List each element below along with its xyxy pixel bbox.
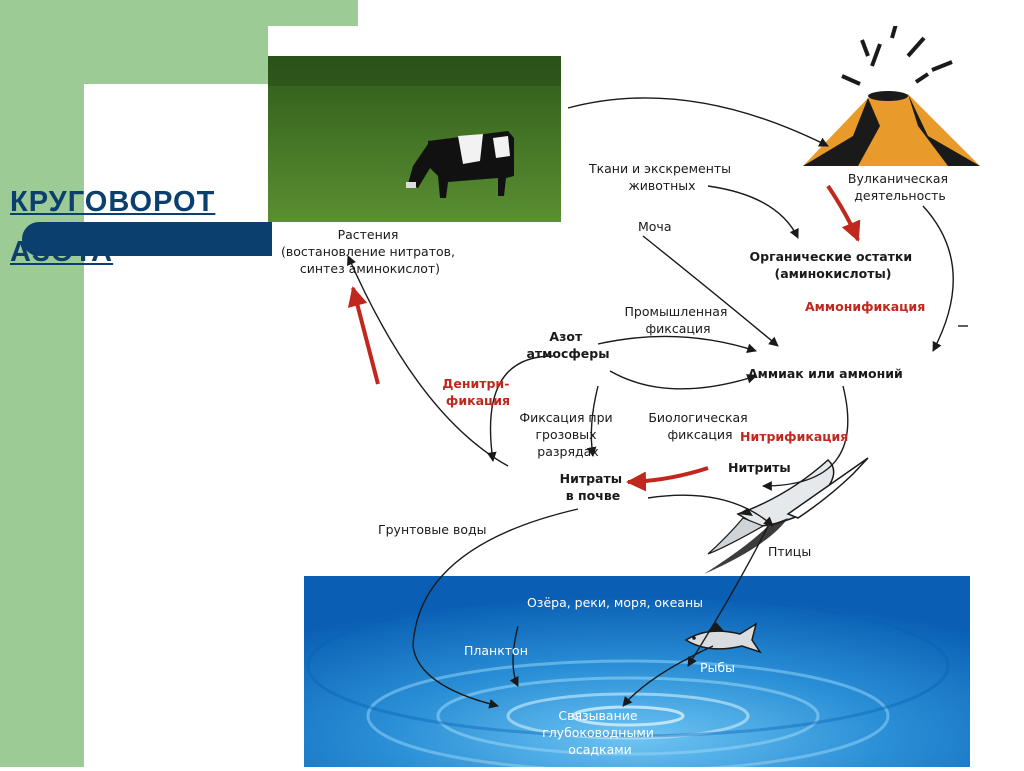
label-ammonia: Аммиак или аммоний [748,366,903,381]
label-biological-fixation: Биологическая фиксация [648,410,751,442]
diagram-svg: Растения (востановление нитратов, синтез… [268,26,982,767]
label-denitrification: Денитри- фикация [442,376,514,408]
label-animal-tissues: Ткани и экскременты животных [588,161,735,193]
label-volcanic: Вулканическая деятельность [848,171,952,203]
label-plants: Растения (востановление нитратов, синтез… [281,227,459,276]
label-fish: Рыбы [700,660,735,675]
label-industrial-fixation: Промышленная фиксация [625,304,732,336]
green-side-bar [0,0,84,767]
slide-title-line-2: АЗОТА [10,236,113,269]
label-waters: Озёра, реки, моря, океаны [527,595,703,610]
label-ammonification: Аммонификация [805,299,925,314]
label-plankton: Планктон [464,643,528,658]
label-soil-nitrates: Нитраты в почве [560,471,627,503]
volcano-icon [803,26,980,166]
cow-photo [268,56,561,222]
label-groundwater: Грунтовые воды [378,522,486,537]
label-birds: Птицы [768,544,811,559]
slide-title-line-1: КРУГОВОРОТ [10,186,215,219]
label-lightning-fixation: Фиксация при грозовых разрядах [519,410,616,459]
label-nitrification: Нитрификация [740,429,848,444]
nitrogen-cycle-diagram: Растения (востановление нитратов, синтез… [268,26,982,767]
label-organic-remains: Органические остатки (аминокислоты) [750,249,917,281]
label-atmospheric-nitrogen: Азот атмосферы [526,329,609,361]
label-urine: Моча [638,219,671,234]
label-nitrites: Нитриты [728,460,791,475]
